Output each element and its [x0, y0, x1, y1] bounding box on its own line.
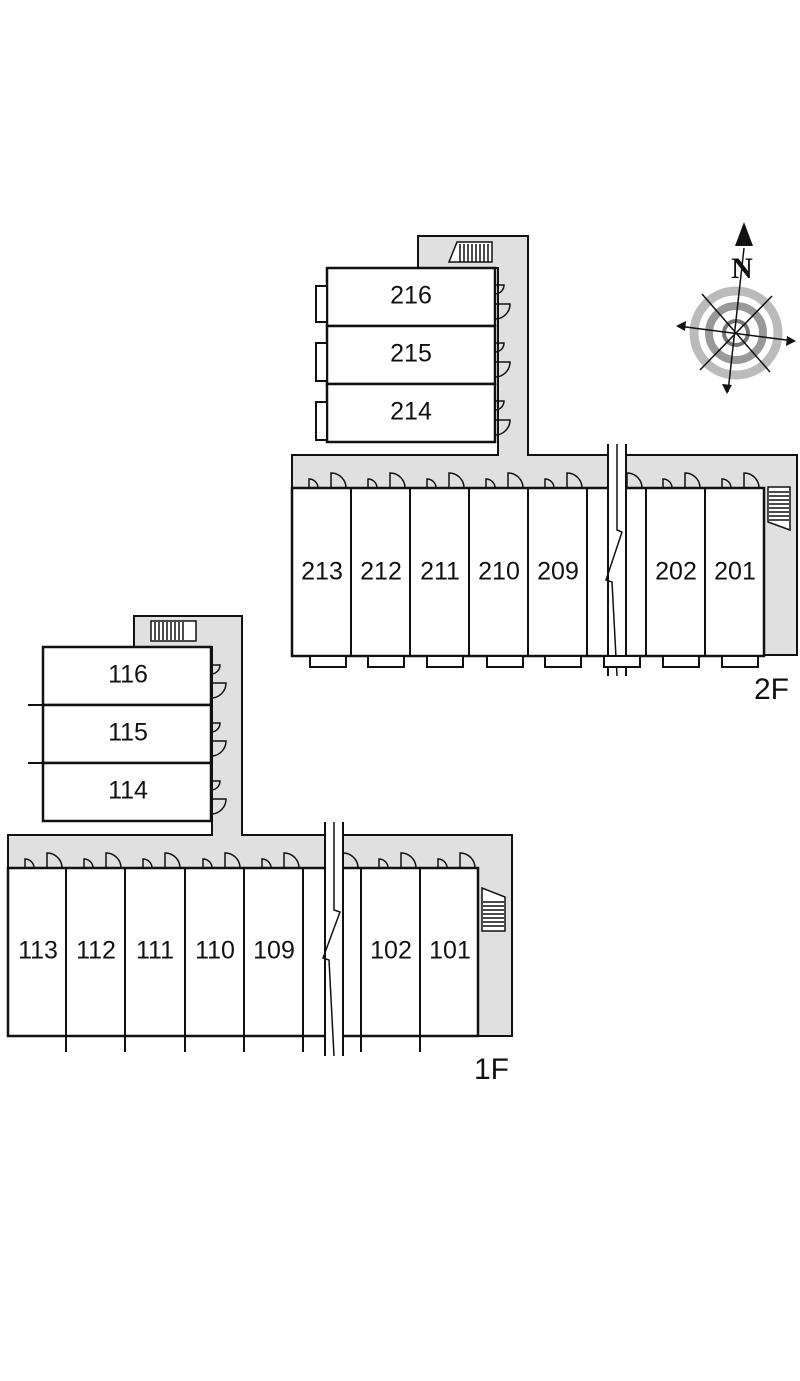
stairs-icon	[447, 241, 493, 263]
door-icon	[210, 664, 227, 815]
unit-dividers	[65, 868, 421, 1052]
break-mark	[322, 822, 344, 1057]
unit-label: 116	[108, 661, 148, 689]
compass-rose-icon: N	[676, 222, 796, 394]
unit-label: 115	[108, 719, 148, 747]
unit-109-label: 109	[253, 937, 295, 965]
unit-dividers	[28, 665, 44, 806]
unit-215: 215	[325, 324, 497, 386]
balcony	[315, 285, 328, 441]
stairs-icon	[481, 886, 506, 932]
break-mark	[605, 444, 627, 677]
unit-label: 216	[390, 282, 432, 310]
door-icon	[308, 472, 760, 489]
unit-101-label: 101	[429, 937, 471, 965]
door-icon	[494, 284, 511, 436]
unit-116: 116	[41, 645, 213, 707]
balcony	[309, 655, 759, 668]
unit-216: 216	[325, 266, 497, 328]
unit-111-label: 111	[136, 937, 174, 965]
unit-110-label: 110	[195, 937, 235, 965]
unit-213-label: 213	[301, 558, 343, 586]
unit-212-label: 212	[360, 558, 402, 586]
unit-201-label: 201	[714, 558, 756, 586]
compass-north-label: N	[731, 252, 753, 285]
unit-113-label: 113	[18, 937, 58, 965]
floor-label-1f: 1F	[474, 1053, 509, 1086]
unit-dividers	[350, 488, 706, 656]
unit-210-label: 210	[478, 558, 520, 586]
unit-114: 114	[41, 761, 213, 823]
unit-209-label: 209	[537, 558, 579, 586]
unit-202-label: 202	[655, 558, 697, 586]
door-icon	[24, 852, 476, 869]
unit-115: 115	[41, 703, 213, 765]
unit-211-label: 211	[420, 558, 460, 586]
floor-1f: 116 115 114	[6, 615, 513, 1086]
floor-label-2f: 2F	[754, 673, 789, 706]
unit-label: 215	[390, 340, 432, 368]
floor-2f: 216 215 214	[290, 235, 798, 706]
unit-label: 214	[390, 398, 432, 426]
unit-102-label: 102	[370, 937, 412, 965]
unit-label: 114	[108, 777, 148, 805]
stairs-icon	[150, 620, 197, 642]
stairs-icon	[767, 486, 791, 532]
unit-214: 214	[325, 382, 497, 444]
unit-112-label: 112	[76, 937, 116, 965]
